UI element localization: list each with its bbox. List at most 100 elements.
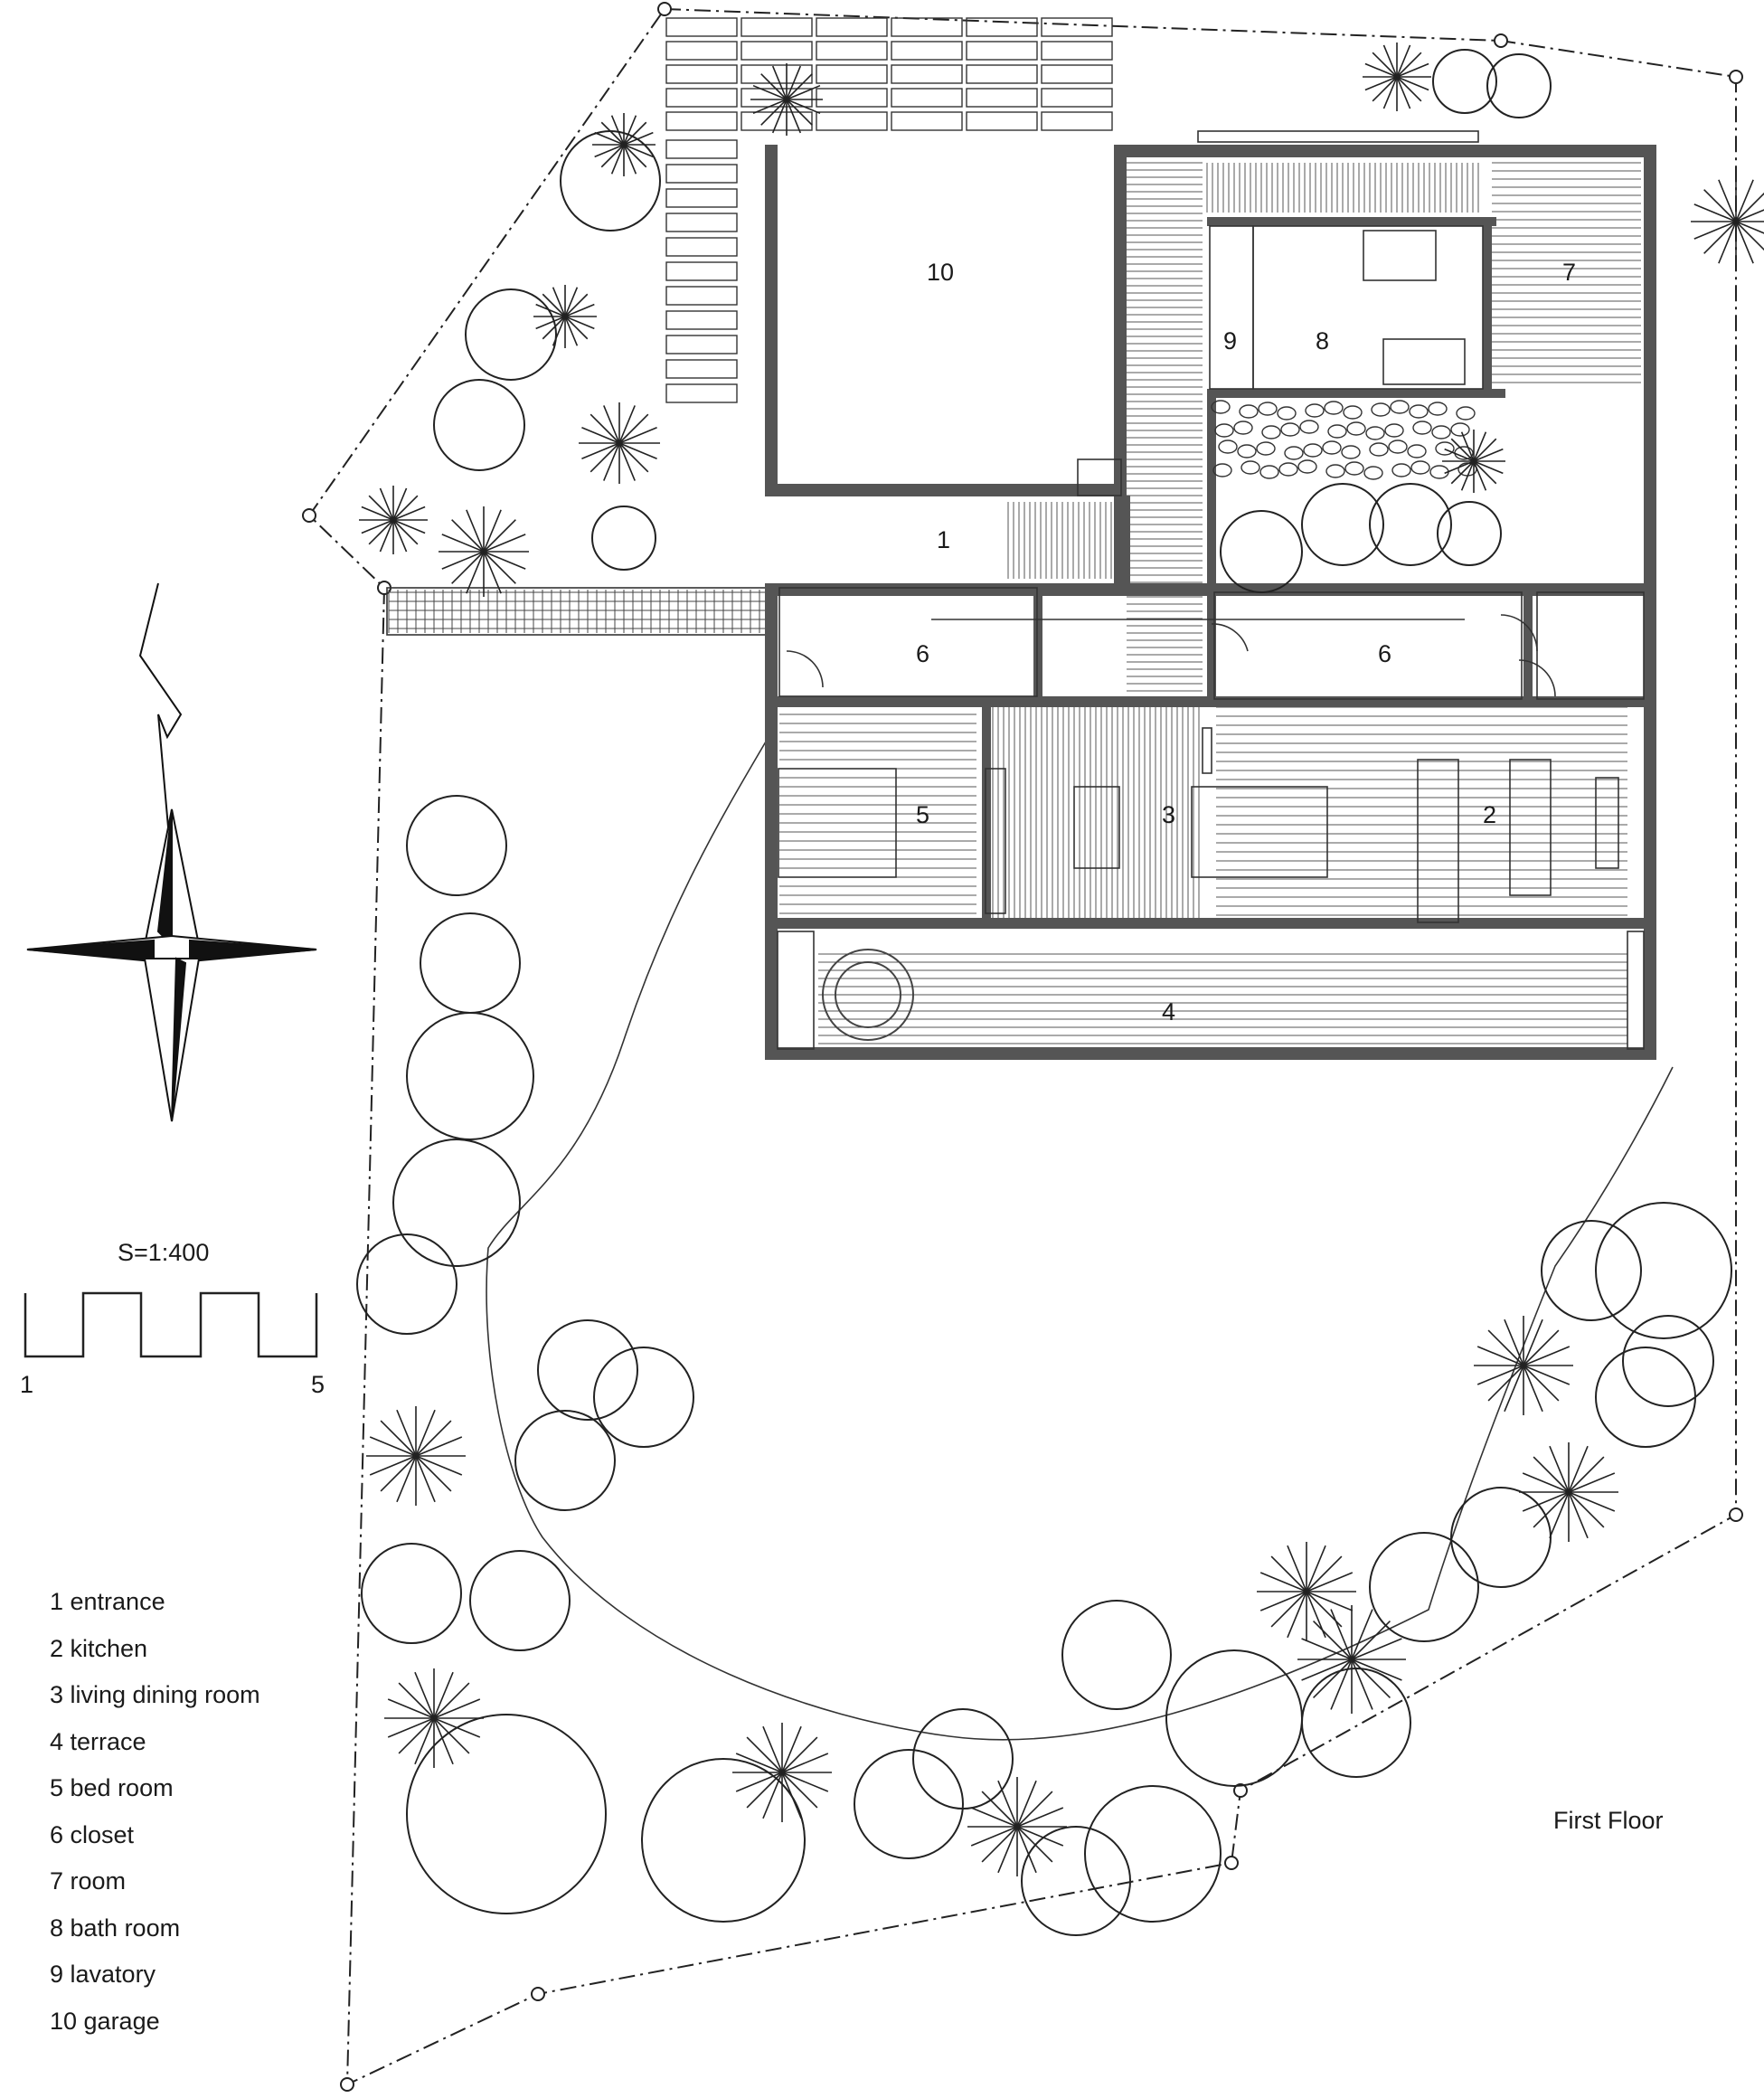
legend-item: 4 terrace	[50, 1728, 146, 1755]
garden-stone	[1211, 400, 1231, 414]
legend-item: 2 kitchen	[50, 1635, 147, 1662]
tree-icon	[593, 1347, 694, 1448]
paving-slab	[665, 237, 738, 257]
garden-stone	[1237, 444, 1257, 458]
garden-stone	[1327, 424, 1347, 439]
paving-slab	[741, 111, 813, 131]
tree-icon	[406, 1714, 607, 1914]
legend-item: 3 living dining room	[50, 1681, 260, 1708]
garden-stone	[1346, 421, 1366, 436]
garden-stone	[1456, 406, 1476, 421]
garden-stone	[1369, 442, 1389, 457]
garden-stone	[1365, 426, 1385, 440]
paving-slab	[816, 41, 888, 61]
garden-stone	[1239, 404, 1259, 419]
paving-slab	[665, 261, 738, 281]
room-number-label: 4	[1162, 998, 1175, 1025]
legend-item: 1 entrance	[50, 1588, 165, 1615]
garden-stone	[1343, 405, 1363, 420]
paving-slab	[816, 88, 888, 108]
palm-icon	[592, 113, 656, 176]
room-number-label: 7	[1562, 259, 1576, 286]
paving-slab	[665, 111, 738, 131]
tree-icon	[1301, 1668, 1411, 1778]
trees	[356, 49, 1732, 1936]
palm-icon	[579, 402, 660, 484]
garden-stone	[1391, 463, 1411, 477]
garden-stone	[1214, 423, 1234, 438]
garden-stone	[1407, 444, 1427, 458]
room-number-label: 3	[1162, 801, 1175, 828]
garden-stone	[1261, 425, 1281, 439]
paving-slab	[1041, 111, 1113, 131]
garden-stone	[1280, 422, 1300, 437]
building	[765, 130, 1656, 1060]
tree-icon	[1541, 1220, 1642, 1321]
paving-slab	[665, 188, 738, 208]
paving-slab	[665, 286, 738, 306]
garden-stone	[1218, 439, 1238, 454]
garden-stone	[1299, 420, 1319, 434]
paving-slab	[1041, 17, 1113, 37]
tree-icon	[356, 1233, 458, 1335]
garden-stone	[1384, 423, 1404, 438]
garden-stone	[1412, 421, 1432, 435]
garden-stone	[1435, 441, 1455, 456]
palm-icon	[1363, 43, 1431, 111]
tree-icon	[406, 795, 507, 896]
tree-icon	[465, 288, 557, 381]
tree-icon	[392, 1139, 521, 1267]
palm-trees	[359, 43, 1764, 1876]
room-number-label: 6	[916, 640, 929, 667]
north-arrow-icon	[26, 582, 317, 1122]
tree-icon	[1432, 49, 1497, 114]
garden-stone	[1256, 441, 1276, 456]
garden-stone	[1341, 445, 1361, 459]
tree-icon	[1021, 1826, 1131, 1936]
legend-item: 7 room	[50, 1867, 126, 1895]
room-number-label: 5	[916, 801, 929, 828]
garden-stone	[1258, 402, 1278, 416]
paving-slab	[741, 17, 813, 37]
paving-slab	[665, 383, 738, 403]
room-number-label: 1	[937, 526, 950, 553]
paving-slab	[891, 88, 963, 108]
tree-icon	[560, 130, 661, 232]
palm-icon	[366, 1406, 466, 1506]
tree-icon	[1301, 483, 1384, 566]
tree-icon	[514, 1410, 616, 1511]
garden-stone	[1390, 400, 1410, 414]
garden-stone	[1409, 404, 1429, 419]
palm-icon	[1442, 430, 1505, 493]
garden-stone	[1324, 401, 1344, 415]
garden-stone	[1371, 402, 1391, 417]
room-number-label: 6	[1378, 640, 1391, 667]
scale-start-label: 1	[20, 1371, 33, 1398]
palm-icon	[1297, 1605, 1406, 1714]
paving-slab	[891, 17, 963, 37]
tree-icon	[1165, 1649, 1303, 1787]
paving-slab	[1041, 64, 1113, 84]
scale-label: S=1:400	[118, 1239, 209, 1266]
paving-slab	[1041, 88, 1113, 108]
tree-icon	[1369, 483, 1452, 566]
tree-icon	[406, 1012, 534, 1140]
site-boundary	[302, 2, 1743, 2092]
legend-item: 6 closet	[50, 1821, 135, 1848]
paving-slab	[665, 88, 738, 108]
paving-slab	[891, 111, 963, 131]
garden-stone	[1322, 440, 1342, 455]
garden-stone	[1344, 461, 1364, 476]
tree-icon	[1595, 1347, 1696, 1448]
garden-stone	[1212, 463, 1232, 477]
palm-icon	[439, 506, 529, 597]
tree-icon	[433, 379, 525, 471]
tree-icon	[1595, 1202, 1732, 1339]
paving-slab	[741, 41, 813, 61]
paving-slab	[891, 41, 963, 61]
paving-slab	[665, 139, 738, 159]
tree-icon	[912, 1708, 1014, 1810]
palm-icon	[1257, 1542, 1356, 1641]
garden-stone	[1305, 403, 1325, 418]
